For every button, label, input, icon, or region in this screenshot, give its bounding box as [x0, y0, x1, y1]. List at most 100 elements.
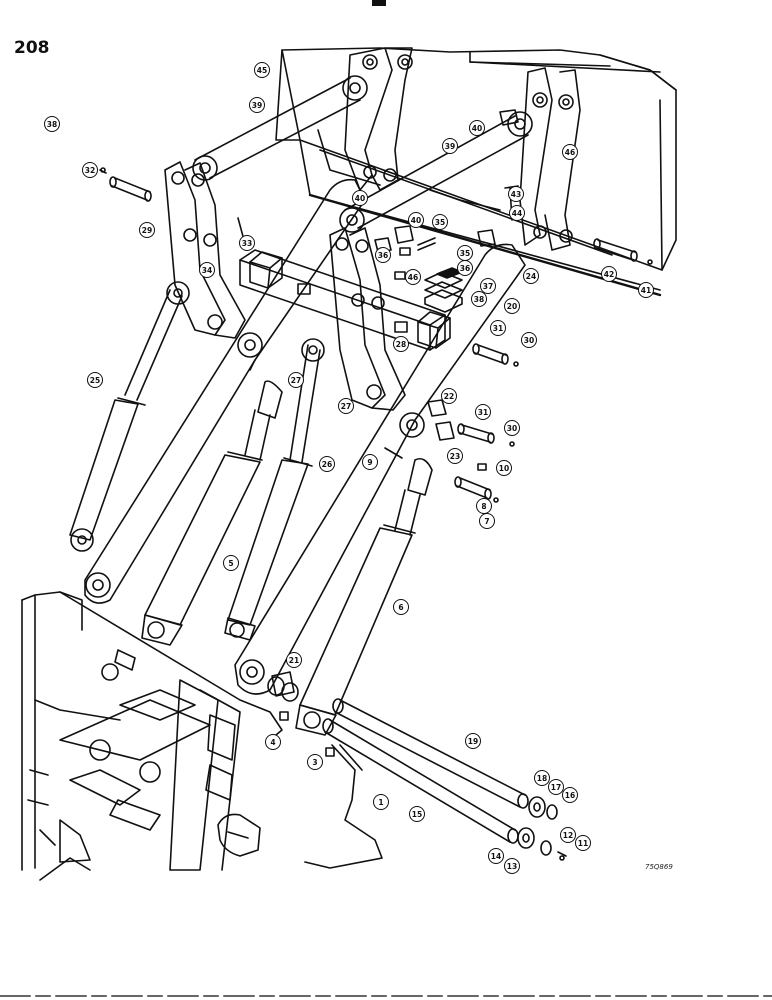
callout-bubble — [469, 120, 485, 136]
callout-46: 46 — [405, 269, 421, 285]
callout-number: 9 — [367, 458, 372, 467]
lift-arm-left — [84, 178, 366, 604]
callout-bubble — [352, 190, 368, 206]
callout-29: 29 — [139, 222, 155, 238]
callout-number: 27 — [341, 402, 351, 411]
callout-bubble — [465, 733, 481, 749]
callout-1: 1 — [373, 794, 389, 810]
callout-bubble — [249, 97, 265, 113]
callout-number: 16 — [565, 791, 575, 800]
callout-bubble — [548, 779, 564, 795]
callout-bubble — [223, 555, 239, 571]
callout-30: 30 — [504, 420, 520, 436]
upper-link-right — [339, 111, 533, 233]
cushion-pads — [249, 251, 451, 349]
callout-bubble — [447, 448, 463, 464]
callout-number: 30 — [524, 336, 534, 345]
callout-bubble — [432, 214, 448, 230]
callout-bubble — [471, 291, 487, 307]
cross-tube — [239, 249, 446, 351]
callout-38: 38 — [44, 116, 60, 132]
callout-13: 13 — [504, 858, 520, 874]
callout-43: 43 — [508, 186, 524, 202]
callout-number: 12 — [563, 831, 573, 840]
callout-number: 13 — [507, 862, 517, 871]
callout-number: 3 — [312, 758, 317, 767]
callout-number: 25 — [90, 376, 100, 385]
callout-bubble — [265, 734, 281, 750]
callout-28: 28 — [393, 336, 409, 352]
upper-link-left — [192, 75, 368, 181]
callout-3: 3 — [307, 754, 323, 770]
callout-bubble — [523, 268, 539, 284]
callout-40: 40 — [352, 190, 368, 206]
callout-number: 44 — [512, 209, 522, 218]
callout-36: 36 — [457, 260, 473, 276]
callout-4: 4 — [265, 734, 281, 750]
lift-arm-right — [234, 243, 526, 695]
top-crop-mark — [372, 0, 386, 6]
callout-number: 14 — [491, 852, 501, 861]
callout-number: 21 — [289, 656, 299, 665]
callout-number: 46 — [408, 273, 418, 282]
page-number: 208 — [14, 38, 50, 58]
callout-number: 35 — [435, 218, 445, 227]
callout-bubble — [373, 794, 389, 810]
callout-number: 34 — [202, 266, 212, 275]
callout-bubble — [405, 269, 421, 285]
callout-10: 10 — [496, 460, 512, 476]
callout-20: 20 — [504, 298, 520, 314]
callout-number: 45 — [257, 66, 267, 75]
callout-bubble — [475, 404, 491, 420]
callout-24: 24 — [523, 268, 539, 284]
pin-hardware — [267, 676, 567, 857]
callout-bubble — [442, 138, 458, 154]
callout-bubble — [504, 298, 520, 314]
callout-bubble — [476, 498, 492, 514]
callout-bubble — [560, 827, 576, 843]
callout-18: 18 — [534, 770, 550, 786]
callout-bubble — [504, 420, 520, 436]
callout-number: 24 — [526, 272, 536, 281]
callout-bubble — [409, 806, 425, 822]
callout-5: 5 — [223, 555, 239, 571]
callout-bubble — [393, 336, 409, 352]
callout-17: 17 — [548, 779, 564, 795]
drawing-code: 75Q869 — [645, 863, 673, 871]
callout-number: 31 — [478, 408, 488, 417]
callout-number: 40 — [472, 124, 482, 133]
callout-bubble — [490, 320, 506, 336]
callout-number: 22 — [444, 392, 454, 401]
callout-bubble — [534, 770, 550, 786]
lift-cylinder-right — [295, 457, 433, 736]
callout-number: 39 — [445, 142, 455, 151]
callout-27: 27 — [338, 398, 354, 414]
callout-bubble — [504, 858, 520, 874]
callout-41: 41 — [638, 282, 654, 298]
callout-39: 39 — [442, 138, 458, 154]
callout-number: 7 — [484, 517, 489, 526]
callout-bubble — [44, 116, 60, 132]
callout-9: 9 — [362, 454, 378, 470]
callout-14: 14 — [488, 848, 504, 864]
callout-8: 8 — [476, 498, 492, 514]
hydraulic-line — [304, 744, 383, 869]
callout-number: 33 — [242, 239, 252, 248]
callout-number: 11 — [578, 839, 588, 848]
callout-19: 19 — [465, 733, 481, 749]
callout-bubble — [508, 186, 524, 202]
callout-38: 38 — [471, 291, 487, 307]
callout-26: 26 — [319, 456, 335, 472]
callout-number: 36 — [378, 251, 388, 260]
callout-bubble — [286, 652, 302, 668]
callout-bubble — [479, 513, 495, 529]
callout-30: 30 — [521, 332, 537, 348]
machine-frame — [21, 591, 283, 881]
callout-number: 4 — [270, 738, 275, 747]
callout-number: 41 — [641, 286, 651, 295]
callout-number: 17 — [551, 783, 561, 792]
callout-number: 19 — [468, 737, 478, 746]
callout-number: 43 — [511, 190, 521, 199]
callout-bubble — [288, 372, 304, 388]
